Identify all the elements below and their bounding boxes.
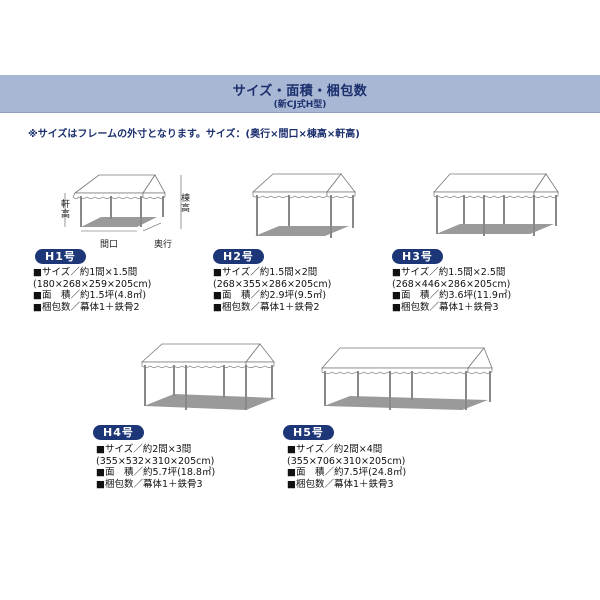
spec-size: ■サイズ／約2間×4間 xyxy=(287,444,383,455)
spec-packing: ■梱包数／幕体1＋鉄骨3 xyxy=(96,478,203,490)
model-badge-h2: H2号 xyxy=(213,249,264,264)
model-badge-h5: H5号 xyxy=(283,425,334,440)
spec-dimensions: (268×355×286×205cm) xyxy=(213,278,332,290)
spec-size: ■サイズ／約1.5間×2.5間 xyxy=(392,267,506,278)
spec-packing: ■梱包数／幕体1＋鉄骨2 xyxy=(33,301,140,313)
tent-illustration-h1 xyxy=(64,174,182,232)
spec-packing: ■梱包数／幕体1＋鉄骨3 xyxy=(392,301,499,313)
size-note: ※サイズはフレームの外寸となります。サイズ：(奥行×間口×棟高×軒高) xyxy=(28,129,360,140)
eave-height-label: 軒高 xyxy=(59,199,69,219)
spec-dimensions: (268×446×286×205cm) xyxy=(392,278,511,290)
spec-area: ■面 積／約2.9坪(9.5㎡) xyxy=(213,290,327,301)
ridge-height-label: 棟高 xyxy=(179,193,189,213)
tent-illustration-h5 xyxy=(321,347,493,410)
spec-dimensions: (180×268×259×205cm) xyxy=(33,278,152,290)
spec-list-h3: ■サイズ／約1.5間×2.5間 (268×446×286×205cm) ■面 積… xyxy=(392,267,511,313)
banner-title: サイズ・面積・梱包数 xyxy=(232,84,368,99)
depth-label: 奥行 xyxy=(154,240,173,250)
model-badge-h1: H1号 xyxy=(35,249,86,264)
spec-area: ■面 積／約5.7坪(18.8㎡) xyxy=(96,467,216,478)
spec-size: ■サイズ／約1.5間×2間 xyxy=(213,267,318,278)
spec-list-h5: ■サイズ／約2間×4間 (355×706×310×205cm) ■面 積／約7.… xyxy=(287,444,406,490)
tent-illustration-h3 xyxy=(433,173,559,236)
frontage-label: 間口 xyxy=(100,240,119,250)
spec-dimensions: (355×706×310×205cm) xyxy=(287,455,406,467)
tent-illustration-h4 xyxy=(140,343,276,410)
spec-area: ■面 積／約3.6坪(11.9㎡) xyxy=(392,290,512,301)
spec-area: ■面 積／約1.5坪(4.8㎡) xyxy=(33,290,147,301)
model-badge-h4: H4号 xyxy=(93,425,144,440)
spec-area: ■面 積／約7.5坪(24.8㎡) xyxy=(287,467,407,478)
model-badge-h3: H3号 xyxy=(392,249,443,264)
header-banner: サイズ・面積・梱包数 (新CJ式H型) xyxy=(0,75,600,113)
spec-packing: ■梱包数／幕体1＋鉄骨3 xyxy=(287,478,394,490)
spec-dimensions: (355×532×310×205cm) xyxy=(96,455,215,467)
spec-list-h2: ■サイズ／約1.5間×2間 (268×355×286×205cm) ■面 積／約… xyxy=(213,267,331,313)
spec-size: ■サイズ／約2間×3間 xyxy=(96,444,192,455)
banner-subtitle: (新CJ式H型) xyxy=(273,100,327,110)
spec-list-h1: ■サイズ／約1間×1.5間 (180×268×259×205cm) ■面 積／約… xyxy=(33,267,151,313)
spec-list-h4: ■サイズ／約2間×3間 (355×532×310×205cm) ■面 積／約5.… xyxy=(96,444,215,490)
spec-size: ■サイズ／約1間×1.5間 xyxy=(33,267,138,278)
spec-packing: ■梱包数／幕体1＋鉄骨2 xyxy=(213,301,320,313)
tent-illustration-h2 xyxy=(251,173,356,238)
